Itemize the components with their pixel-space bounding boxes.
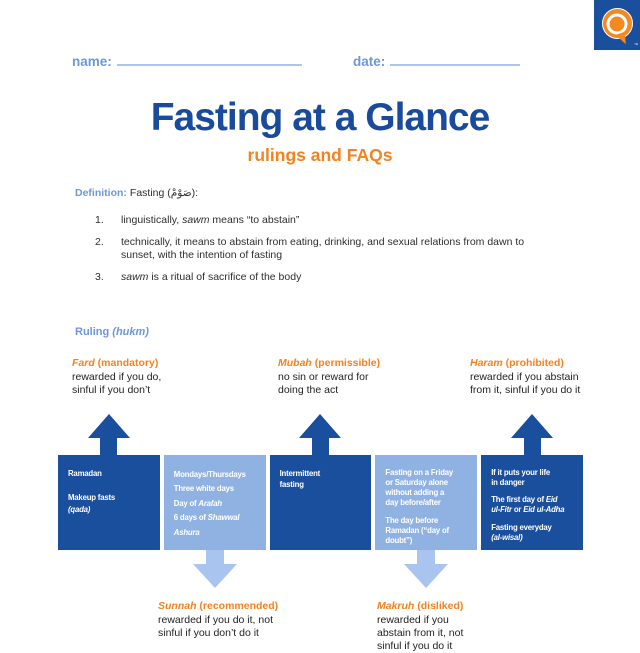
category-fard-desc: rewarded if you do, sinful if you don’t [72, 371, 162, 396]
definition-item-text: linguistically, sawm means “to abstain” [121, 214, 300, 226]
diagram-columns: Ramadan Makeup fasts (qada) Mondays/Thur… [58, 414, 583, 588]
name-label: name: [72, 54, 112, 69]
definition-line: Definition:Fasting (صَوْمْ): [75, 187, 198, 199]
definition-label: Definition: [75, 187, 127, 199]
definition-item: 2. technically, it means to abstain from… [95, 236, 547, 263]
category-sunnah-heading: Sunnah (recommended) [158, 600, 279, 612]
column-fard: Ramadan Makeup fasts (qada) [58, 414, 160, 588]
category-haram-heading: Haram (prohibited) [470, 357, 564, 369]
name-write-line [116, 51, 302, 66]
trademark-symbol: ™ [634, 42, 638, 47]
category-mubah-heading: Mubah (permissible) [278, 357, 381, 369]
q-speech-bubble-icon [601, 8, 633, 47]
category-makruh-desc: rewarded if you abstain from it, not sin… [377, 614, 464, 652]
makruh-box: Fasting on a Friday or Saturday alone wi… [375, 455, 478, 550]
fard-box: Ramadan Makeup fasts (qada) [58, 455, 160, 550]
mubah-box: Intermittent fasting [269, 455, 372, 550]
category-fard: Fard (mandatory) rewarded if you do, sin… [72, 357, 212, 397]
brand-logo: ™ [594, 0, 640, 50]
q-bubble-tail [614, 31, 629, 47]
category-makruh: Makruh (disliked) rewarded if you abstai… [377, 600, 537, 653]
category-sunnah: Sunnah (recommended) rewarded if you do … [158, 600, 328, 640]
category-mubah-desc: no sin or reward for doing the act [278, 371, 369, 396]
definition-intro: Fasting (صَوْمْ): [129, 187, 199, 199]
page-subtitle: rulings and FAQs [247, 145, 393, 165]
sunnah-box: Mondays/Thursdays Three white days Day o… [163, 455, 266, 550]
down-arrow-icon [192, 550, 237, 588]
down-arrow-icon [404, 550, 449, 588]
category-fard-heading: Fard (mandatory) [72, 357, 159, 369]
date-write-line [390, 51, 521, 66]
up-arrow-icon [87, 414, 130, 455]
category-haram-desc: rewarded if you abstain from it, sinful … [470, 371, 581, 396]
category-mubah: Mubah (permissible) no sin or reward for… [278, 357, 418, 397]
category-sunnah-desc: rewarded if you do it, not sinful if you… [158, 614, 273, 639]
list-number: 3. [95, 270, 104, 283]
column-sunnah: Mondays/Thursdays Three white days Day o… [163, 414, 266, 588]
column-mubah: Intermittent fasting [269, 414, 372, 588]
q-inner-ring [606, 13, 628, 34]
date-field: date: [353, 51, 521, 69]
definition-list: 1. linguistically, sawm means “to abstai… [95, 214, 547, 292]
category-makruh-heading: Makruh (disliked) [377, 600, 464, 612]
up-arrow-icon [299, 414, 342, 455]
name-field: name: [72, 51, 302, 69]
definition-item-text: sawm is a ritual of sacrifice of the bod… [121, 270, 302, 283]
column-makruh: Fasting on a Friday or Saturday alone wi… [375, 414, 478, 588]
ruling-diagram: Ramadan Makeup fasts (qada) Mondays/Thur… [58, 414, 583, 588]
haram-box: If it puts your life in danger The first… [481, 455, 583, 550]
page-title: Fasting at a Glance [150, 96, 491, 139]
list-number: 1. [95, 214, 104, 226]
column-haram: If it puts your life in danger The first… [481, 414, 583, 588]
definition-item-text: technically, it means to abstain from ea… [121, 235, 525, 262]
category-haram: Haram (prohibited) rewarded if you absta… [470, 357, 620, 397]
definition-item: 1. linguistically, sawm means “to abstai… [95, 214, 547, 228]
up-arrow-icon [511, 414, 554, 455]
list-number: 2. [95, 235, 104, 248]
ruling-heading: Ruling (hukm) [75, 326, 149, 338]
definition-item: 3. sawm is a ritual of sacrifice of the … [95, 271, 547, 285]
date-label: date: [353, 54, 386, 69]
